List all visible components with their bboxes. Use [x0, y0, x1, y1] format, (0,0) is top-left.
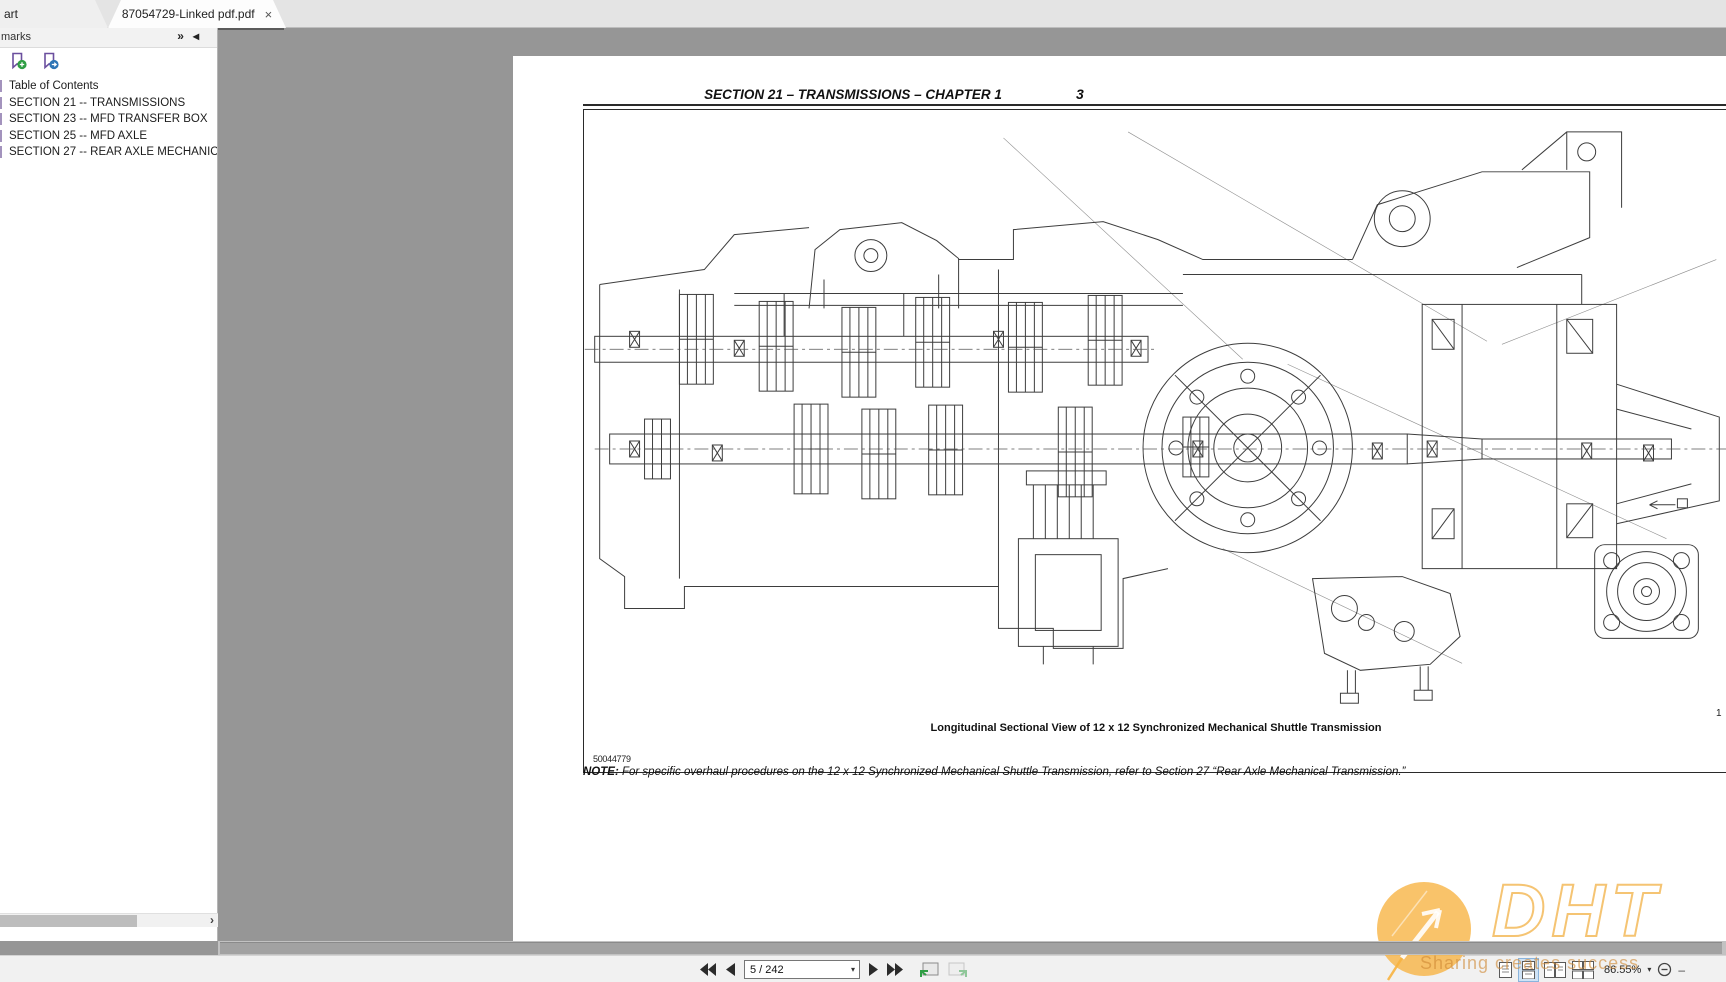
figure-code: 50044779	[593, 754, 631, 764]
bookmark-label: SECTION 21 -- TRANSMISSIONS	[9, 96, 186, 109]
bookmark-item-section27[interactable]: SECTION 27 -- REAR AXLE MECHANIC	[0, 144, 217, 161]
prev-page-button[interactable]	[726, 963, 735, 976]
next-page-button[interactable]	[869, 963, 878, 976]
zoom-level[interactable]: 86.55%	[1604, 963, 1642, 976]
last-page-button[interactable]	[887, 963, 904, 976]
doc-hscrollbar[interactable]	[218, 941, 1726, 955]
watermark-logo: DHT	[1491, 868, 1663, 953]
sidebar-hscrollbar-thumb[interactable]	[0, 915, 137, 927]
page-number-box[interactable]: 5 / 242 ▾	[744, 960, 860, 979]
page-header-title: SECTION 21 – TRANSMISSIONS – CHAPTER 1	[704, 87, 1002, 102]
page-indicator: 5 / 242	[750, 963, 784, 976]
figure-number: 1	[1716, 708, 1722, 719]
goto-bookmark-icon[interactable]	[41, 52, 59, 71]
bookmarks-list: Table of Contents SECTION 21 -- TRANSMIS…	[0, 74, 217, 161]
active-tab-label: 87054729-Linked pdf.pdf	[121, 7, 255, 21]
scrolling-page-view-icon[interactable]	[1518, 957, 1539, 982]
bookmark-item-toc[interactable]: Table of Contents	[0, 78, 217, 95]
bookmarks-panel-title: marks	[1, 31, 31, 43]
bookmark-tick	[0, 129, 2, 142]
add-bookmark-icon[interactable]	[9, 52, 27, 71]
bookmark-tick	[0, 80, 2, 93]
page-header-number: 3	[1076, 86, 1084, 102]
figure-frame: 50044779	[583, 109, 1726, 773]
zoom-slider-track-start[interactable]: –	[1678, 962, 1686, 977]
figure-caption: Longitudinal Sectional View of 12 x 12 S…	[930, 722, 1382, 734]
active-tab[interactable]: 87054729-Linked pdf.pdf ×	[108, 0, 286, 28]
bookmark-label: Table of Contents	[9, 80, 99, 93]
bookmark-tick	[0, 96, 2, 109]
next-view-button[interactable]	[948, 962, 968, 978]
first-page-button[interactable]	[700, 963, 717, 976]
two-page-scrolling-view-icon[interactable]	[1572, 960, 1594, 979]
bookmarks-toolbar	[0, 48, 217, 74]
page-box-caret-icon[interactable]: ▾	[850, 965, 855, 974]
bookmark-item-section23[interactable]: SECTION 23 -- MFD TRANSFER BOX	[0, 111, 217, 128]
pdf-page: SECTION 21 – TRANSMISSIONS – CHAPTER 1 3	[513, 56, 1726, 969]
doc-hscrollbar-thumb[interactable]	[220, 942, 1722, 954]
note-label: NOTE:	[583, 766, 619, 778]
bookmark-tick	[0, 113, 2, 126]
tab-close-icon[interactable]: ×	[264, 6, 273, 22]
view-zoom-group: 86.55% ▾ –	[1498, 956, 1685, 982]
bookmark-item-section21[interactable]: SECTION 21 -- TRANSMISSIONS	[0, 95, 217, 112]
zoom-out-button[interactable]	[1657, 962, 1672, 977]
transmission-sectional-drawing	[584, 131, 1726, 704]
page-nav-group: 5 / 242 ▾	[700, 956, 968, 982]
watermark-slogan: Sharing creates success	[1420, 953, 1640, 973]
bookmarks-panel: marks » ◂	[0, 28, 218, 941]
panel-collapse-icon[interactable]: ◂	[192, 29, 199, 43]
single-page-view-icon[interactable]	[1498, 961, 1513, 979]
background-tab[interactable]: art	[0, 0, 108, 28]
zoom-caret-icon[interactable]: ▾	[1647, 965, 1652, 974]
bookmark-tick	[0, 146, 2, 159]
panel-expand-icon[interactable]: »	[177, 29, 184, 43]
bookmarks-panel-header: marks » ◂	[0, 28, 217, 48]
bookmark-label: SECTION 27 -- REAR AXLE MECHANIC	[9, 146, 217, 159]
tab-bar: art 87054729-Linked pdf.pdf ×	[0, 0, 1726, 28]
bookmark-item-section25[interactable]: SECTION 25 -- MFD AXLE	[0, 128, 217, 145]
bookmark-label: SECTION 23 -- MFD TRANSFER BOX	[9, 113, 208, 126]
scroll-right-icon[interactable]: ›	[210, 913, 214, 927]
background-tab-label: art	[4, 7, 19, 21]
sidebar-hscrollbar[interactable]: ›	[0, 913, 218, 927]
bookmark-label: SECTION 25 -- MFD AXLE	[9, 129, 148, 142]
document-area: SECTION 21 – TRANSMISSIONS – CHAPTER 1 3	[218, 28, 1726, 969]
header-rule	[583, 104, 1726, 106]
previous-view-button[interactable]	[919, 962, 939, 978]
note-text: NOTE: For specific overhaul procedures o…	[583, 766, 1406, 778]
two-page-view-icon[interactable]	[1544, 961, 1566, 979]
